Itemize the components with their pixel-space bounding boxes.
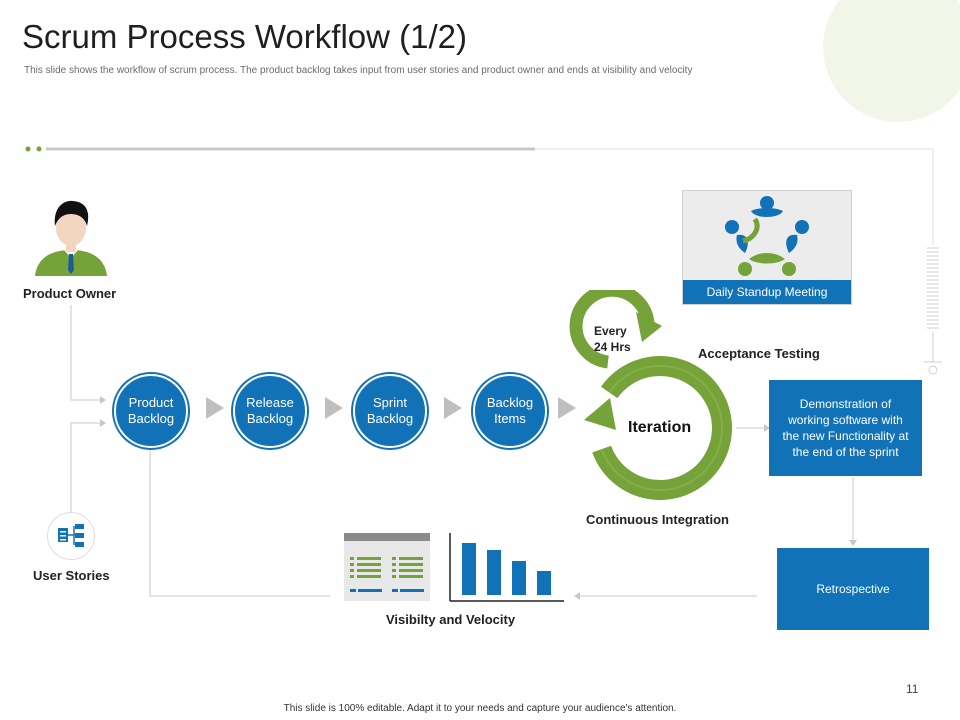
- step-label-line2: Backlog: [127, 411, 175, 426]
- acceptance-testing-label: Acceptance Testing: [698, 346, 820, 361]
- retrospective-box: Retrospective: [777, 548, 929, 630]
- chevron-right-icon: [444, 397, 462, 419]
- step-label-line2: Backlog: [366, 411, 414, 426]
- side-scale: [924, 247, 942, 375]
- daily-standup-label: Daily Standup Meeting: [683, 280, 851, 304]
- user-stories-badge: [47, 512, 95, 560]
- chevron-right-icon: [325, 397, 343, 419]
- step-label-line1: Backlog: [486, 395, 534, 410]
- daily-standup-card: Daily Standup Meeting: [682, 190, 852, 305]
- report-sheet-icon: [344, 533, 430, 601]
- step-label-line1: Release: [246, 395, 294, 410]
- user-stories-label: User Stories: [33, 568, 110, 583]
- arrow-head: [764, 424, 770, 432]
- demonstration-text: Demonstration of working software with t…: [782, 397, 909, 459]
- arrow-head: [849, 540, 857, 546]
- iteration-label: Iteration: [628, 419, 692, 436]
- every-24hrs-label: Every 24 Hrs: [594, 323, 631, 355]
- arrow-head: [574, 592, 580, 600]
- visibility-velocity-label: Visibilty and Velocity: [386, 612, 516, 627]
- footer-note: This slide is 100% editable. Adapt it to…: [283, 703, 677, 714]
- page-title: Scrum Process Workflow (1/2): [22, 18, 467, 55]
- chevron-right-icon: [558, 397, 576, 419]
- progress-dot: [36, 146, 42, 152]
- team-meeting-icon: [725, 196, 809, 276]
- hrs-label: 24 Hrs: [594, 340, 631, 354]
- bar-chart-icon: [449, 533, 564, 602]
- step-label-line2: Items: [494, 411, 526, 426]
- step-label-line1: Sprint: [373, 395, 407, 410]
- arrow-head: [100, 396, 106, 404]
- step-label-line2: Backlog: [246, 411, 294, 426]
- page-number: 11: [906, 682, 919, 696]
- product-owner-icon: [35, 200, 107, 276]
- chevron-right-icon: [206, 397, 224, 419]
- every-label: Every: [594, 324, 627, 338]
- product-owner-label: Product Owner: [23, 286, 117, 301]
- backlog-visibility-connector: [149, 450, 330, 597]
- arrow-head: [100, 419, 106, 427]
- iteration-cycle-icon: [569, 290, 732, 501]
- owner-connector: [70, 305, 100, 401]
- user-stories-icon: [58, 524, 84, 547]
- demonstration-box: Demonstration of working software with t…: [769, 380, 922, 476]
- progress-dot: [25, 146, 31, 152]
- decorative-circle: [823, 0, 960, 122]
- page-subtitle: This slide shows the workflow of scrum p…: [24, 65, 693, 76]
- retrospective-text: Retrospective: [816, 582, 890, 596]
- continuous-integration-label: Continuous Integration: [586, 512, 729, 527]
- stories-connector: [70, 422, 100, 512]
- step-label-line1: Product: [128, 395, 174, 410]
